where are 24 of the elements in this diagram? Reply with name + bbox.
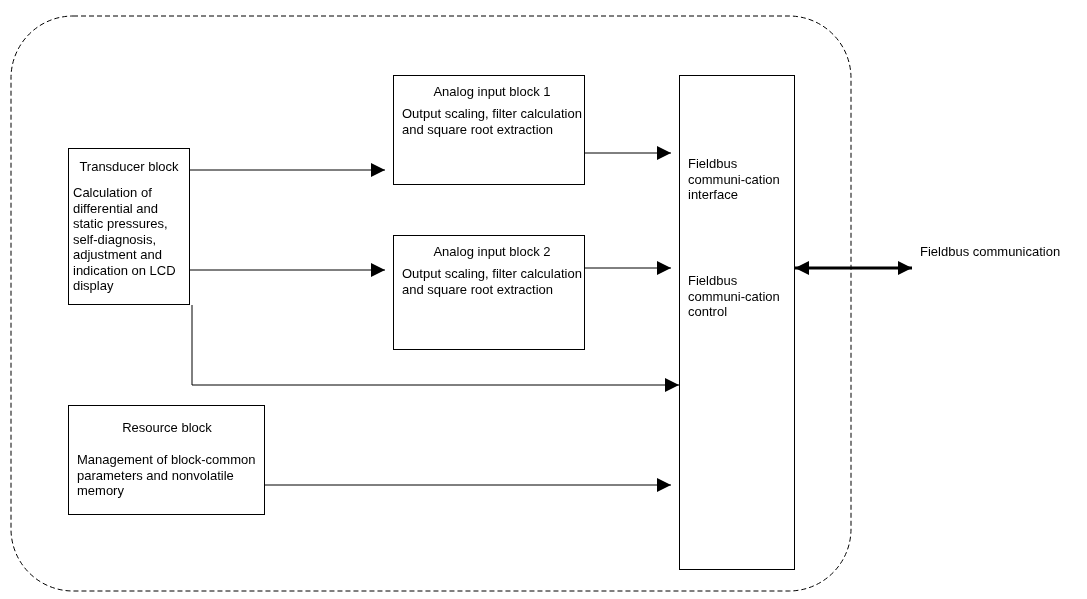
- block-box: [68, 405, 265, 515]
- arrow: [264, 478, 672, 492]
- block-title: Analog input block 1: [432, 84, 552, 100]
- block-description: Management of block-common parameters and nonvolatile memory: [77, 452, 257, 499]
- arrow: [191, 304, 680, 392]
- block-title: Fieldbus communi-cation control: [688, 273, 781, 320]
- block-title: Resource block: [121, 420, 213, 436]
- arrow: [584, 261, 672, 275]
- label: Fieldbus communication: [920, 244, 1062, 260]
- block-box: [679, 75, 795, 570]
- block-description: Output scaling, filter calculation and square root extraction: [402, 266, 582, 297]
- arrow: [189, 263, 386, 277]
- arrow: [584, 146, 672, 160]
- block-description: Output scaling, filter calculation and square root extraction: [402, 106, 582, 137]
- dashed-boundary: [10, 15, 852, 592]
- block-title: Analog input block 2: [432, 244, 552, 260]
- block-description: Calculation of differential and static pressures, self-diagnosis, adjustment and indication on LCD display: [73, 185, 177, 294]
- arrow: [189, 163, 386, 177]
- block-box: [393, 235, 585, 350]
- block-title: Fieldbus communi-cation interface: [688, 156, 781, 203]
- block-box: [68, 148, 190, 305]
- arrow: [795, 261, 912, 275]
- block-box: [393, 75, 585, 185]
- block-title: Transducer block: [78, 159, 180, 175]
